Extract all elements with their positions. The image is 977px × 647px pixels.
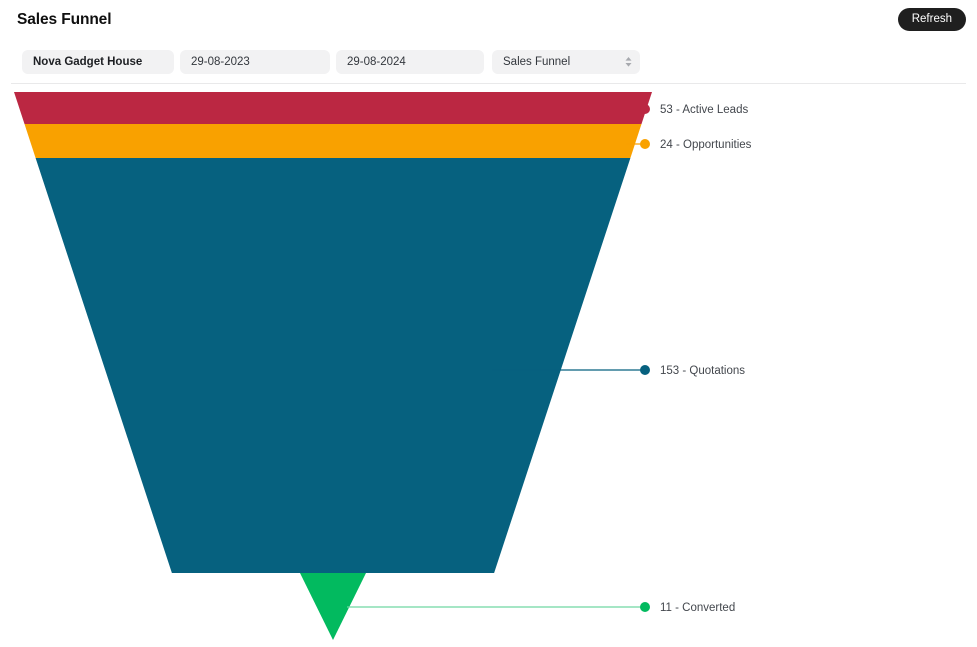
funnel-segment-converted[interactable] — [300, 573, 366, 640]
funnel-connector-converted — [347, 602, 650, 612]
date-to-filter-input[interactable]: 29-08-2024 — [336, 50, 484, 74]
funnel-connector-active-leads — [640, 104, 650, 114]
chevron-up-down-icon — [625, 57, 632, 67]
funnel-connector-quotations — [492, 365, 650, 375]
refresh-button[interactable]: Refresh — [897, 8, 966, 31]
funnel-label-converted: 11 - Converted — [660, 602, 735, 614]
company-filter-input[interactable]: Nova Gadget House — [22, 50, 174, 74]
funnel-segment-active-leads[interactable] — [14, 92, 652, 124]
funnel-label-quotations: 153 - Quotations — [660, 365, 745, 377]
page-title: Sales Funnel — [17, 11, 112, 28]
page-header: Sales Funnel Refresh — [0, 0, 977, 42]
date-from-filter-input[interactable]: 29-08-2023 — [180, 50, 330, 74]
funnel-label-opportunities: 24 - Opportunities — [660, 139, 752, 151]
funnel-connector-opportunities — [626, 139, 650, 149]
chart-type-select-value: Sales Funnel — [503, 56, 571, 68]
filter-divider — [11, 83, 966, 84]
funnel-segment-opportunities[interactable] — [24, 124, 642, 158]
chart-type-select[interactable]: Sales Funnel — [492, 50, 640, 74]
funnel-label-active-leads: 53 - Active Leads — [660, 104, 748, 116]
filter-bar: Nova Gadget House 29-08-2023 29-08-2024 … — [0, 50, 977, 82]
funnel-segment-quotations[interactable] — [35, 158, 631, 573]
